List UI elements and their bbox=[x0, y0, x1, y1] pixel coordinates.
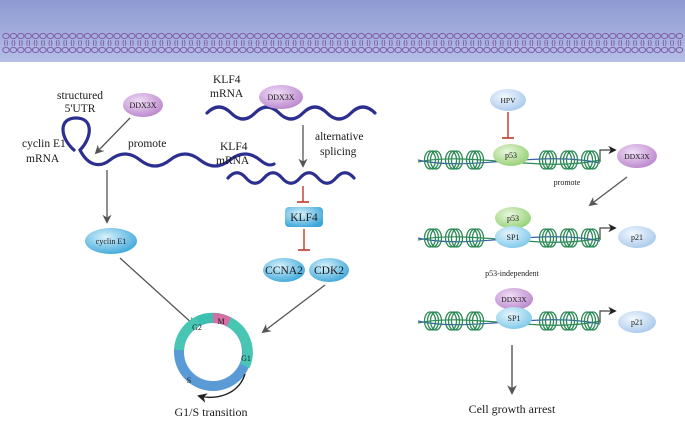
p21-node-mid bbox=[618, 226, 656, 248]
hpv-node bbox=[490, 89, 526, 111]
ring-g2-segment bbox=[174, 316, 201, 351]
promote-arrow-left bbox=[94, 117, 131, 155]
cyclin-e1-node bbox=[85, 228, 137, 254]
sp1-label-bottom: SP1 bbox=[508, 314, 521, 323]
cdk2-node bbox=[309, 258, 349, 282]
tss-arrow-top bbox=[599, 145, 617, 162]
p53-node-mid bbox=[495, 207, 531, 229]
sp1-label-mid: SP1 bbox=[507, 233, 520, 242]
cyclin-e1-mrna-strand bbox=[61, 116, 276, 168]
klf4-mrna-top-line1: KLF4 bbox=[213, 74, 241, 86]
klf4-pathway: KLF4 mRNA DDX3X alternative splicing KLF… bbox=[205, 74, 377, 334]
p21-label-bottom: p21 bbox=[631, 318, 643, 327]
p21-node-bottom bbox=[618, 311, 656, 333]
hpv-label: HPV bbox=[500, 96, 516, 105]
ring-m-highlight bbox=[212, 313, 232, 327]
promote-label-right: promote bbox=[554, 178, 581, 187]
p53-label-mid: p53 bbox=[507, 214, 519, 223]
utr-label-line2: 5'UTR bbox=[65, 103, 96, 115]
ddx3x-node-right-bottom bbox=[495, 288, 533, 310]
cdk2-to-cycle-arrow bbox=[261, 284, 326, 334]
cdk2-label: CDK2 bbox=[314, 265, 344, 277]
promote-arrow-right bbox=[588, 176, 628, 207]
cell-membrane bbox=[0, 0, 685, 62]
transition-arrow bbox=[197, 373, 246, 403]
klf4-mrna-top-strand bbox=[205, 105, 377, 121]
phase-g2-label: G2 bbox=[192, 323, 202, 332]
splicing-label-line2: splicing bbox=[320, 146, 357, 158]
splicing-label-line1: alternative bbox=[315, 131, 364, 143]
p21-label-mid: p21 bbox=[631, 233, 643, 242]
ddx3x-node-left bbox=[123, 93, 163, 117]
cyclin-mrna-label-line2: mRNA bbox=[26, 153, 60, 165]
cyclin-e1-label: cyclin E1 bbox=[96, 237, 126, 246]
transition-label: G1/S transition bbox=[174, 405, 247, 419]
p21-regulation: HPV p53 DDX3X promote p53 SP1 p21 p53-in… bbox=[417, 89, 657, 416]
ccna2-label: CCNA2 bbox=[265, 265, 303, 277]
p53-node-top bbox=[493, 144, 529, 166]
lipid-bilayer bbox=[2, 32, 684, 54]
phase-s-label: S bbox=[187, 376, 191, 385]
cyclin-to-cycle-arrow bbox=[119, 257, 196, 327]
tss-arrow-mid bbox=[599, 223, 617, 240]
ddx3x-node-middle bbox=[259, 85, 303, 109]
klf4-mrna-top-line2: mRNA bbox=[210, 88, 244, 100]
klf4-mrna-bottom-line2: mRNA bbox=[216, 155, 250, 167]
ddx3x-label-middle: DDX3X bbox=[267, 93, 294, 102]
sp1-node-bottom bbox=[496, 307, 532, 329]
p53-independent-label: p53-independent bbox=[485, 269, 540, 278]
cell-growth-arrest-label: Cell growth arrest bbox=[469, 402, 556, 416]
p53-label-top: p53 bbox=[505, 151, 517, 160]
tss-arrow-bottom bbox=[599, 306, 617, 323]
cyclin-mrna-label-line1: cyclin E1 bbox=[22, 138, 66, 150]
promote-label-left: promote bbox=[128, 138, 166, 150]
ddx3x-label-right-bottom: DDX3X bbox=[501, 295, 527, 304]
cyclin-e1-pathway: structured 5'UTR DDX3X promote cyclin E1… bbox=[22, 90, 276, 327]
klf4-label: KLF4 bbox=[290, 212, 318, 224]
ring-g1-segment bbox=[226, 317, 253, 368]
phase-m-label: M bbox=[217, 317, 224, 326]
dna-row-1 bbox=[417, 150, 601, 170]
klf4-mrna-bottom-strand bbox=[226, 171, 356, 185]
ddx3x-label-left: DDX3X bbox=[129, 101, 156, 110]
klf4-node bbox=[285, 207, 323, 227]
klf4-mrna-bottom-line1: KLF4 bbox=[220, 141, 248, 153]
utr-label-line1: structured bbox=[57, 90, 103, 102]
ddx3x-label-right-top: DDX3X bbox=[624, 152, 650, 161]
sp1-node-mid bbox=[495, 226, 531, 248]
cell-cycle-ring: G2 M G1 S G1/S transition bbox=[174, 312, 253, 419]
ccna2-node bbox=[263, 258, 305, 282]
ddx3x-node-right-top bbox=[617, 144, 657, 168]
phase-g1-label: G1 bbox=[241, 354, 251, 363]
